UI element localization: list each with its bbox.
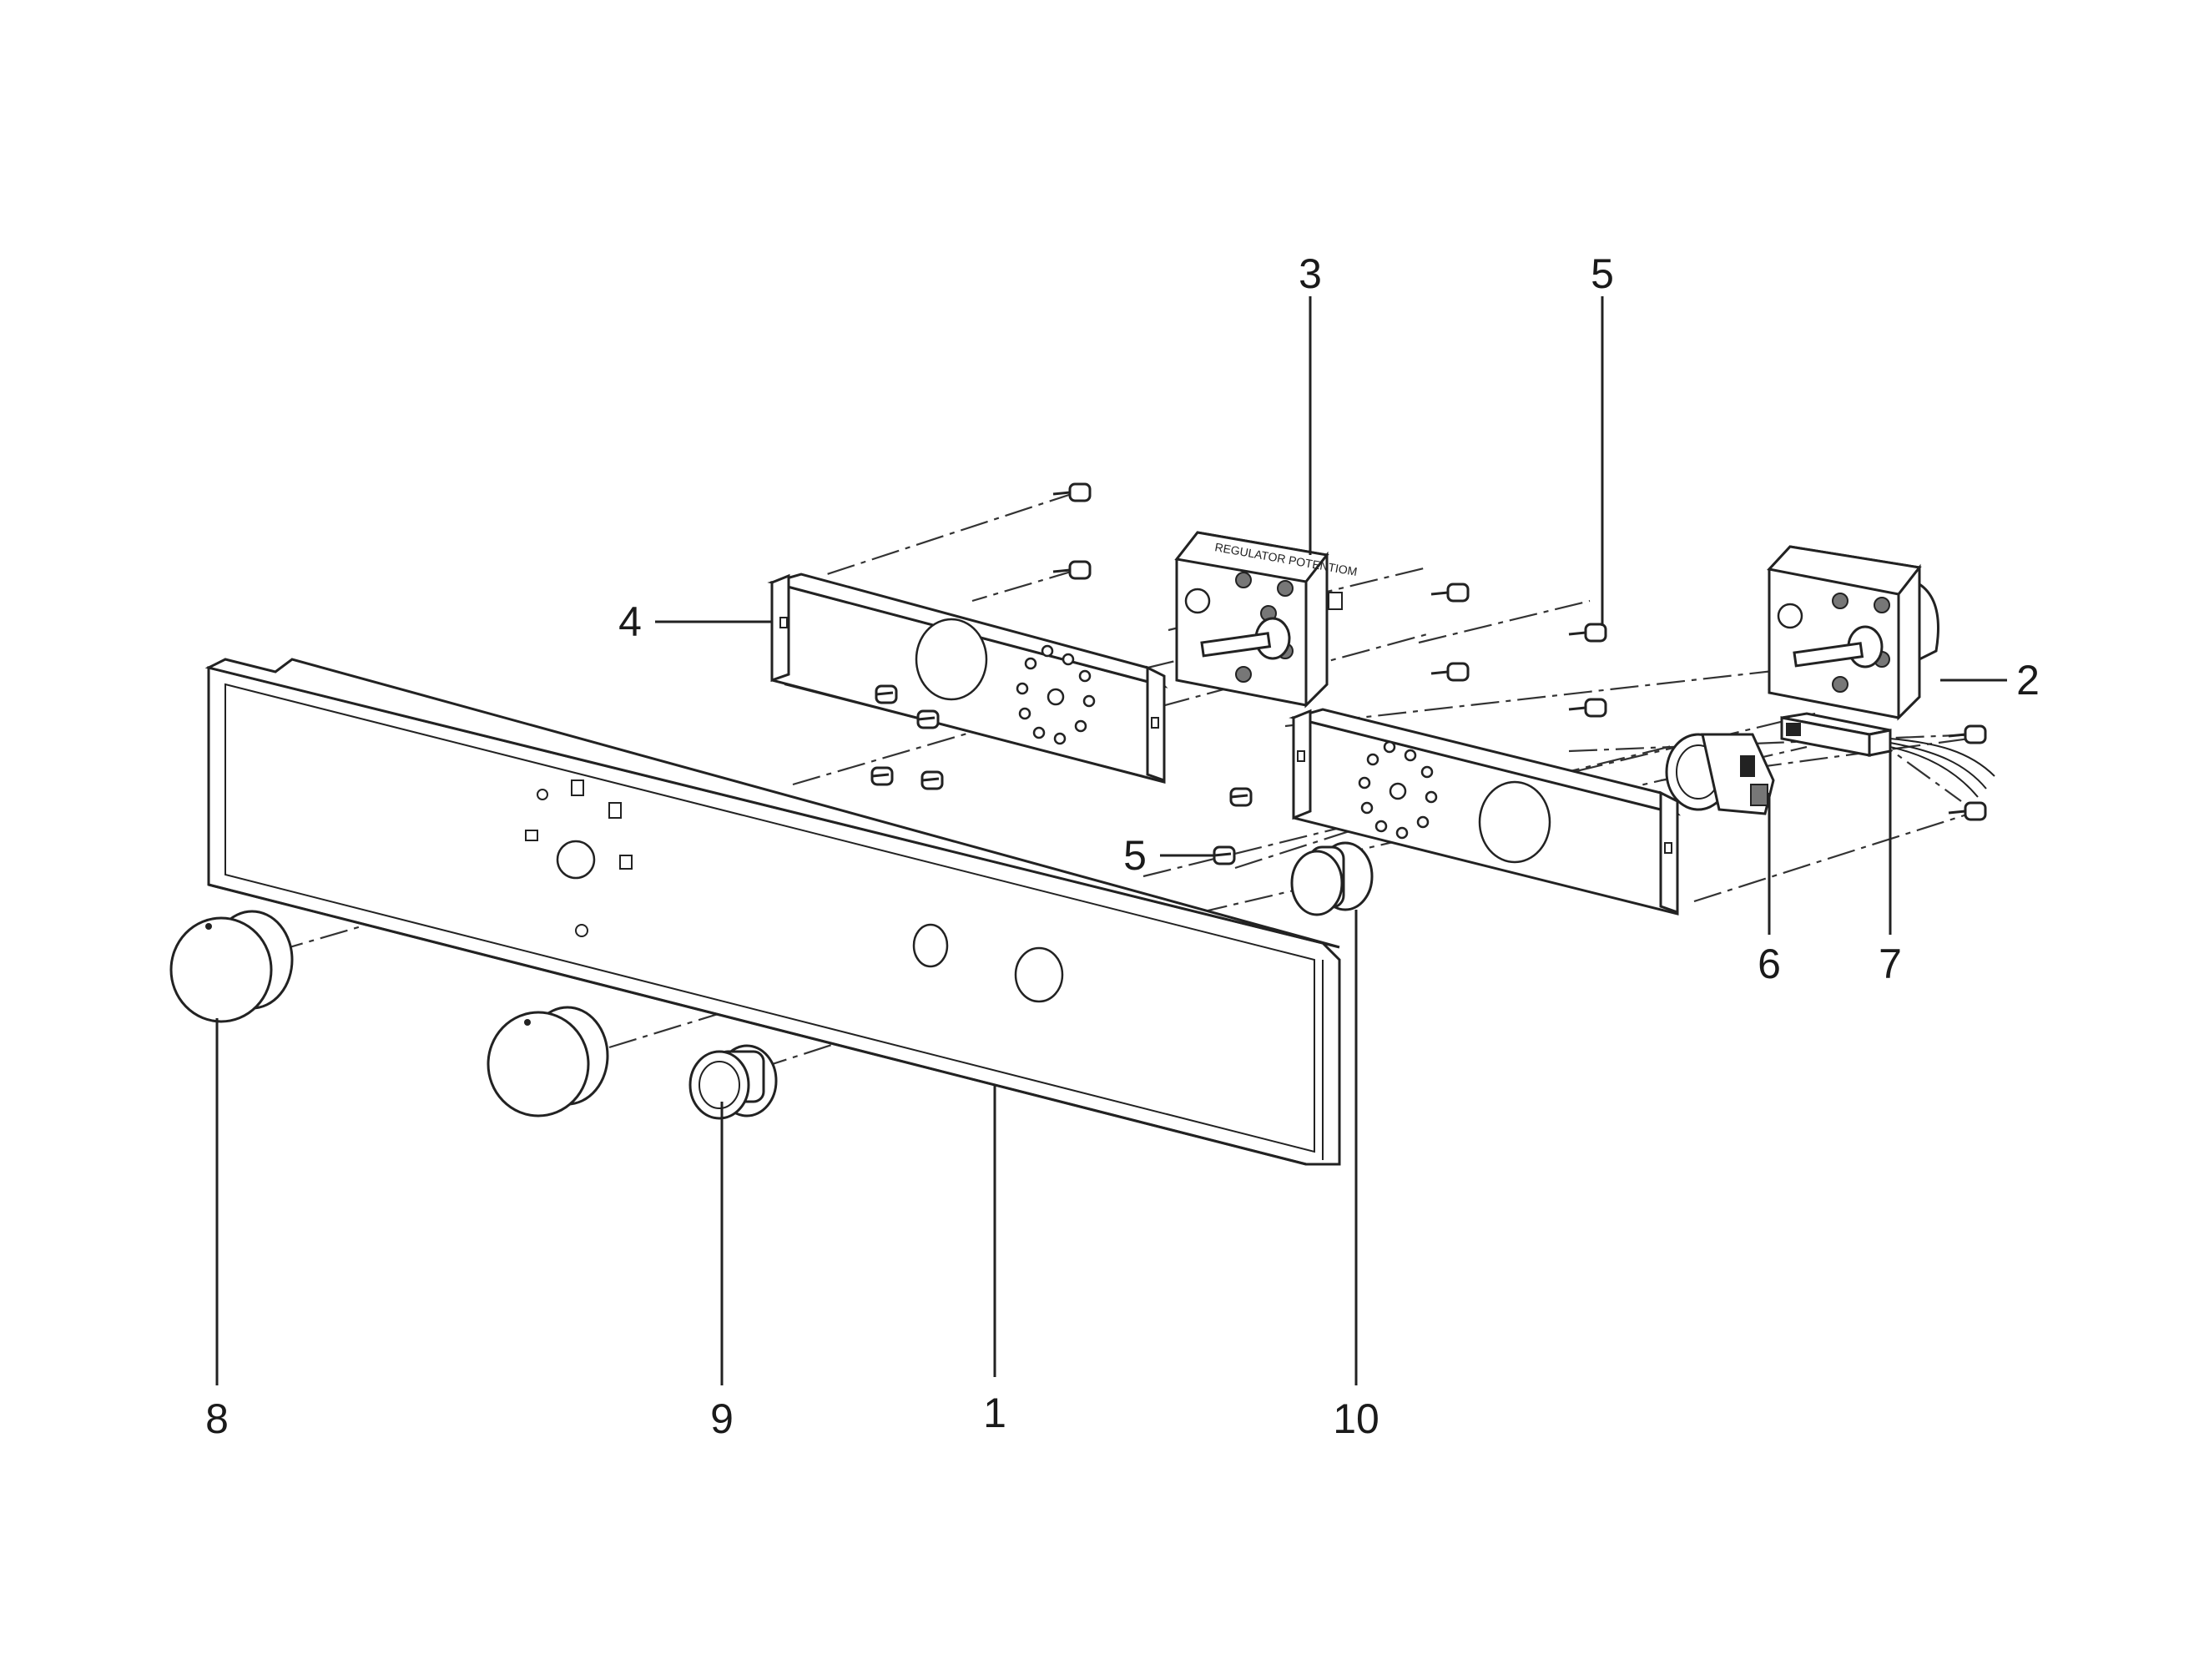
screw — [1052, 482, 1092, 502]
switch-hole-pattern — [1016, 644, 1096, 745]
regulator-potentiometer-module: REGULATOR POTENTIOM — [1174, 531, 1359, 709]
panel-indicator-hole — [1014, 946, 1064, 1003]
indicator-lamp-lens — [688, 1044, 778, 1120]
screw — [916, 709, 940, 729]
screw — [1430, 662, 1470, 682]
right-mounting-bracket — [1289, 708, 1681, 916]
thermostat-module — [1767, 545, 1939, 721]
panel-symbol-icon — [525, 830, 538, 841]
control-knob-middle — [487, 1006, 609, 1117]
callout-10: 10 — [1333, 1395, 1379, 1442]
screw — [1568, 698, 1607, 718]
screw — [1948, 724, 1987, 744]
lamp-holder — [1665, 733, 1775, 815]
callout-4: 4 — [618, 598, 642, 645]
screw — [920, 770, 944, 790]
panel-symbol-icon — [619, 855, 633, 870]
bracket-cutout — [1478, 780, 1551, 864]
front-control-panel — [204, 658, 1341, 1166]
bracket-cutout — [915, 618, 988, 701]
left-mounting-bracket — [767, 573, 1168, 784]
leader-lines — [215, 296, 2007, 1385]
panel-symbol-icon — [571, 779, 584, 796]
callout-5-mid: 5 — [1123, 832, 1147, 879]
callout-8: 8 — [205, 1395, 229, 1442]
screw — [1052, 560, 1092, 580]
connector-with-wires — [1780, 712, 1995, 798]
callout-2: 2 — [2016, 657, 2040, 704]
panel-knob-hole — [556, 840, 596, 880]
callout-9: 9 — [710, 1395, 734, 1442]
callout-1: 1 — [983, 1390, 1006, 1436]
control-knob-left — [169, 910, 294, 1023]
screw — [875, 684, 898, 704]
screw — [870, 766, 894, 786]
screw — [1568, 623, 1607, 643]
screw — [1430, 583, 1470, 603]
screw — [1213, 845, 1236, 865]
panel-symbol-icon — [575, 924, 588, 937]
callout-7: 7 — [1879, 941, 1902, 987]
screw — [1948, 801, 1987, 821]
callout-3: 3 — [1299, 250, 1322, 297]
callout-labels: 3 5 4 2 5 6 7 8 9 1 10 — [205, 250, 2040, 1442]
panel-knob-hole — [912, 923, 949, 968]
panel-symbol-icon — [608, 802, 622, 819]
switch-hole-pattern — [1358, 740, 1438, 840]
panel-symbol-icon — [537, 789, 548, 800]
callout-5-top: 5 — [1591, 250, 1614, 297]
indicator-lamp-bezel — [1290, 841, 1374, 916]
callout-6: 6 — [1758, 941, 1781, 987]
screw — [1229, 787, 1253, 807]
screws — [870, 482, 1987, 865]
